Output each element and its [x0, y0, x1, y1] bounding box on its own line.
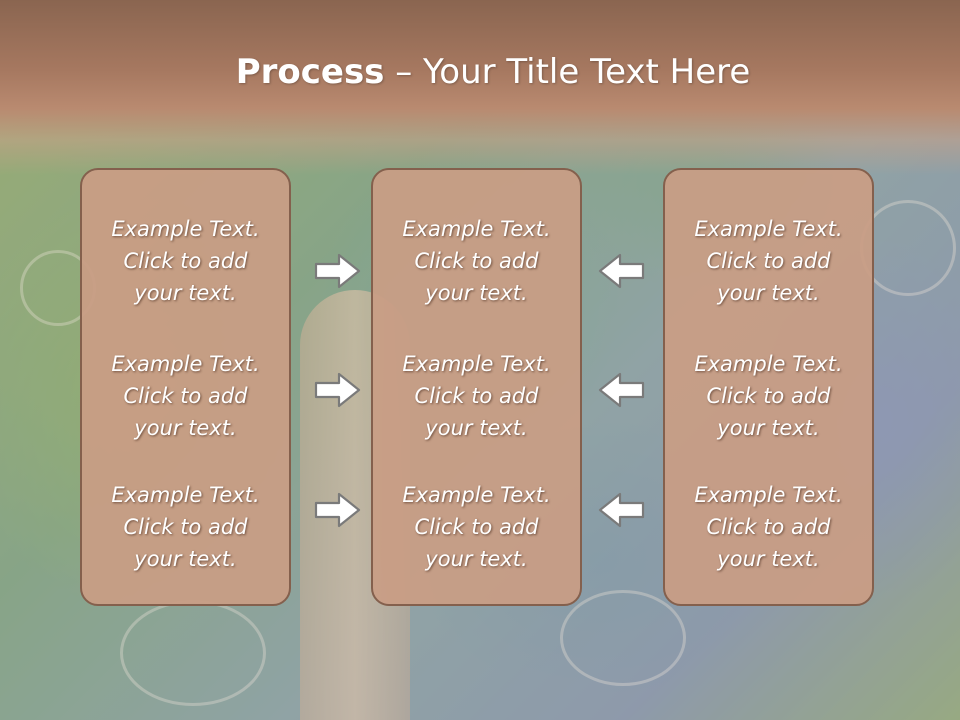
text-placeholder[interactable]: Example Text. Click to add your text. [665, 348, 872, 444]
text-placeholder[interactable]: Example Text. Click to add your text. [373, 348, 580, 444]
text-line: Example Text. [694, 217, 843, 241]
arrow-right-icon [314, 371, 362, 409]
text-line: Example Text. [694, 483, 843, 507]
text-line: your text. [425, 281, 528, 305]
text-placeholder[interactable]: Example Text. Click to add your text. [82, 348, 289, 444]
arrow-right-icon [314, 491, 362, 529]
title-rest: – Your Title Text Here [384, 52, 751, 92]
text-line: Click to add [414, 249, 539, 273]
text-line: your text. [425, 547, 528, 571]
process-box-left[interactable]: Example Text. Click to add your text. Ex… [80, 168, 291, 606]
arrow-left-icon [597, 371, 645, 409]
title-bold: Process [235, 52, 385, 92]
background-swirl [560, 590, 686, 686]
text-line: your text. [425, 416, 528, 440]
text-line: your text. [134, 416, 237, 440]
text-line: Click to add [706, 515, 831, 539]
text-line: Example Text. [402, 352, 551, 376]
text-line: your text. [717, 281, 820, 305]
text-line: Click to add [123, 249, 248, 273]
text-line: Example Text. [402, 483, 551, 507]
text-line: your text. [134, 281, 237, 305]
text-line: Example Text. [402, 217, 551, 241]
text-line: Click to add [414, 515, 539, 539]
text-line: Example Text. [111, 352, 260, 376]
arrow-left-icon [597, 252, 645, 290]
process-box-right[interactable]: Example Text. Click to add your text. Ex… [663, 168, 874, 606]
text-placeholder[interactable]: Example Text. Click to add your text. [373, 213, 580, 309]
text-placeholder[interactable]: Example Text. Click to add your text. [82, 479, 289, 575]
text-line: Click to add [414, 384, 539, 408]
text-line: Example Text. [694, 352, 843, 376]
arrow-left-icon [597, 491, 645, 529]
text-line: Example Text. [111, 483, 260, 507]
text-line: Example Text. [111, 217, 260, 241]
process-box-center[interactable]: Example Text. Click to add your text. Ex… [371, 168, 582, 606]
text-line: Click to add [706, 249, 831, 273]
text-line: your text. [134, 547, 237, 571]
text-line: your text. [717, 547, 820, 571]
arrow-right-icon [314, 252, 362, 290]
text-placeholder[interactable]: Example Text. Click to add your text. [82, 213, 289, 309]
title-bar [0, 0, 960, 175]
text-line: your text. [717, 416, 820, 440]
text-line: Click to add [706, 384, 831, 408]
slide-title[interactable]: Process – Your Title Text Here [0, 52, 960, 92]
text-placeholder[interactable]: Example Text. Click to add your text. [665, 213, 872, 309]
text-line: Click to add [123, 515, 248, 539]
text-placeholder[interactable]: Example Text. Click to add your text. [373, 479, 580, 575]
text-placeholder[interactable]: Example Text. Click to add your text. [665, 479, 872, 575]
text-line: Click to add [123, 384, 248, 408]
